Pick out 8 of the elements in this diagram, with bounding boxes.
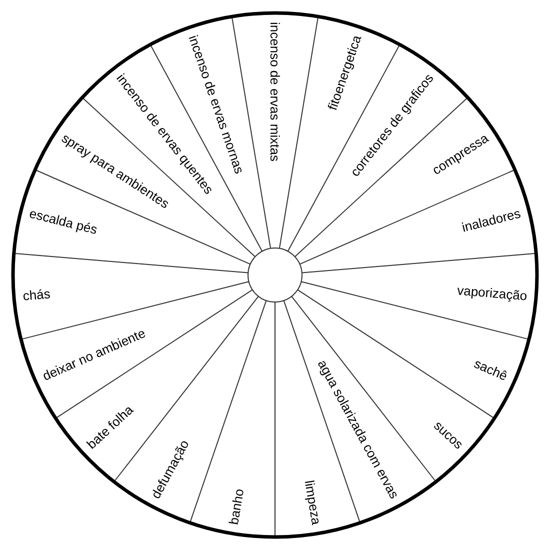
sector-label: banho bbox=[226, 488, 247, 526]
sector-label: inaladores bbox=[460, 206, 522, 235]
sector-label: sachê bbox=[472, 356, 510, 384]
sector-label: escalda pés bbox=[28, 206, 99, 238]
sector-label: chás bbox=[22, 286, 51, 304]
sector-label: incenso de ervas mixtas bbox=[268, 22, 282, 162]
sector-label: vaporização bbox=[456, 282, 528, 304]
sector-label: limpeza bbox=[302, 479, 324, 526]
